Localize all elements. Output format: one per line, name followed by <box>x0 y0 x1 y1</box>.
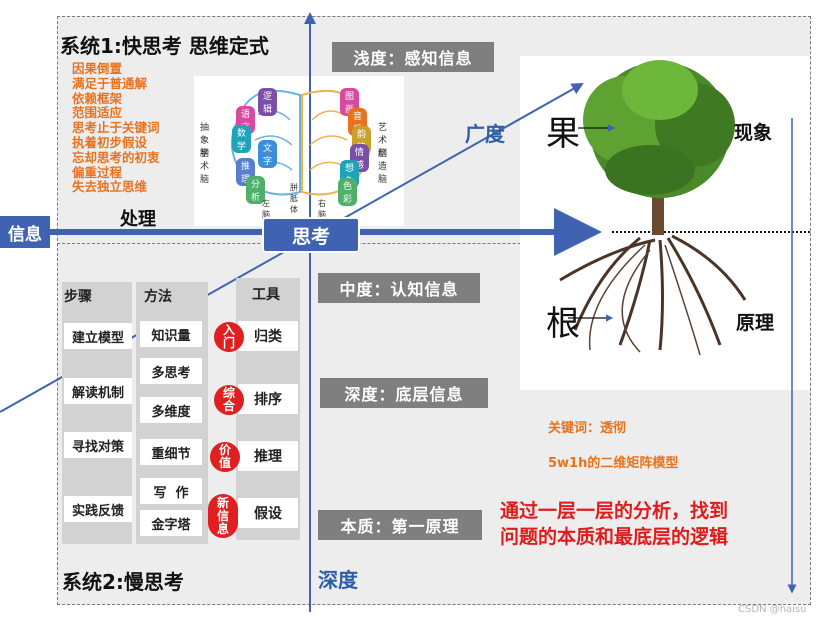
tools-header: 工具 <box>252 287 280 303</box>
fast-system-traits: 因果倒置 满足于普通解 依赖框架 范围适应 思考止于关键词 执着初步假设 忘却思… <box>72 61 160 195</box>
badge-entry: 入门 <box>214 322 244 352</box>
trait-item: 忘却思考的初衷 <box>72 149 160 165</box>
method-cell: 多思考 <box>140 358 202 384</box>
brain-side-label: 学术脑 <box>200 149 210 185</box>
phenomenon-label: 现象 <box>734 122 773 144</box>
trait-item: 满足于普通解 <box>72 75 148 91</box>
brain-side-label: 抽象脑 <box>200 123 210 159</box>
step-cell: 解读机制 <box>64 378 132 404</box>
slow-system-title: 系统2:慢思考 <box>62 570 184 594</box>
think-center-box: 思考 <box>262 217 360 253</box>
trait-item: 范围适应 <box>72 105 123 121</box>
step-cell: 寻找对策 <box>64 432 132 458</box>
info-input-label: 信息 <box>8 224 42 245</box>
conclusion-line: 通过一层一层的分析，找到 <box>500 500 729 522</box>
conclusion-text: 通过一层一层的分析，找到 问题的本质和最底层的逻辑 <box>500 498 728 550</box>
info-input-box: 信息 <box>0 216 50 248</box>
brain-side-label: 创造脑 <box>378 149 388 185</box>
tool-cell: 归类 <box>238 321 298 351</box>
method-cell: 知识量 <box>140 321 202 347</box>
depth-label: 深度 <box>318 568 358 592</box>
badge-synthesis-label: 综合 <box>222 386 235 413</box>
trait-item: 失去独立思维 <box>72 179 148 195</box>
trait-item: 执着初步假设 <box>72 134 148 150</box>
trait-item: 思考止于关键词 <box>72 120 160 136</box>
trait-item: 因果倒置 <box>72 61 123 76</box>
step-cell: 建立模型 <box>64 323 132 349</box>
fast-system-title: 系统1:快思考 思维定式 <box>60 34 269 58</box>
watermark: CSDN @haisu <box>738 604 807 615</box>
tool-cell: 排序 <box>238 384 298 414</box>
level-essence-box: 本质：第一原理 <box>318 510 482 540</box>
conclusion-line: 问题的本质和最底层的逻辑 <box>500 526 729 548</box>
brain-chip: 分析 <box>246 176 266 204</box>
brain-chip: 数学 <box>232 125 252 153</box>
brain-chip: 逻辑 <box>258 88 278 116</box>
badge-value-label: 价值 <box>218 443 231 470</box>
tool-cell: 假设 <box>238 498 298 528</box>
keyword-note: 关键词：透彻 <box>548 421 627 436</box>
breadth-label: 广度 <box>465 122 505 146</box>
fruit-label: 果 <box>546 114 580 154</box>
brain-chip: 色彩 <box>338 178 358 206</box>
principle-label: 原理 <box>736 312 775 334</box>
badge-entry-label: 入门 <box>222 323 235 350</box>
level-shallow-box: 浅度：感知信息 <box>332 42 494 72</box>
brain-bottom-label: 胼胝体 <box>290 183 298 214</box>
badge-new-info: 新信息 <box>208 494 238 538</box>
method-cell: 写 作 <box>140 478 202 504</box>
trait-item: 依赖框架 <box>72 90 123 106</box>
methods-header: 方法 <box>144 289 172 305</box>
tool-cell: 推理 <box>238 441 298 471</box>
steps-header: 步骤 <box>64 289 92 305</box>
root-label: 根 <box>546 304 580 344</box>
method-cell: 金字塔 <box>140 510 202 536</box>
badge-synthesis: 综合 <box>214 385 244 415</box>
method-cell: 多维度 <box>140 397 202 423</box>
process-label: 处理 <box>120 209 156 230</box>
think-center-label: 思考 <box>291 225 330 248</box>
brain-side-label: 艺术脑 <box>378 123 388 159</box>
level-deep-box: 深度：底层信息 <box>320 378 488 408</box>
method-cell: 重细节 <box>140 439 202 465</box>
brain-chip: 文字 <box>258 140 278 168</box>
step-cell: 实践反馈 <box>64 496 132 522</box>
trait-item: 偏重过程 <box>72 164 123 180</box>
level-middle-box: 中度：认知信息 <box>318 273 480 303</box>
tree-illustration <box>559 60 747 356</box>
model-note: 5w1h的二维矩阵模型 <box>548 456 679 471</box>
badge-value: 价值 <box>210 442 240 472</box>
badge-new-info-label: 新信息 <box>216 495 229 536</box>
